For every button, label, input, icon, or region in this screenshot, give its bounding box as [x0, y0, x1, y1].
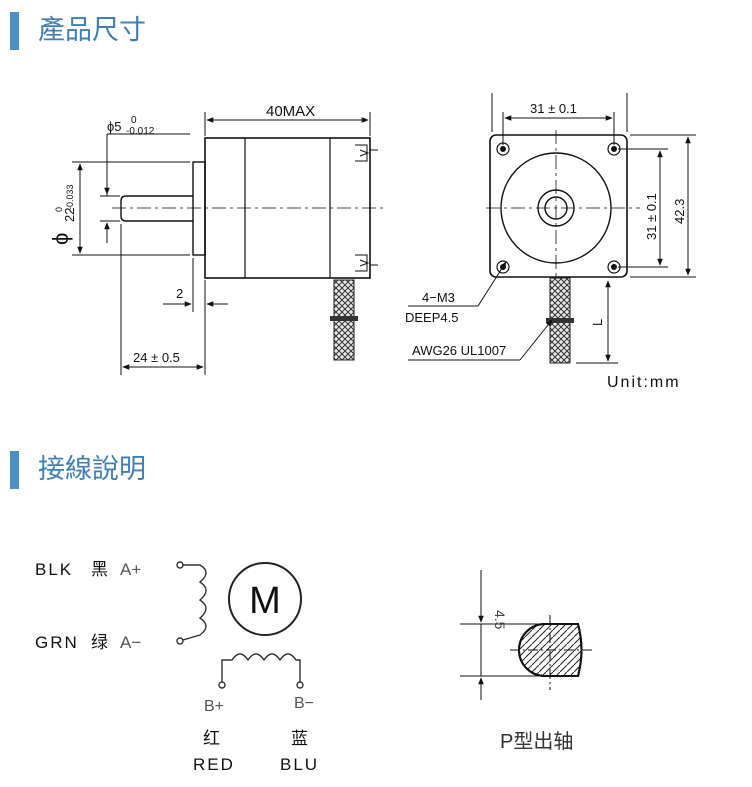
wire-blk-cn: 黑 [91, 560, 108, 579]
motor-shaft [120, 195, 193, 222]
dim-hole-spacing-h: 31 ± 0.1 [530, 101, 577, 116]
dim-length-max: 40MAX [266, 103, 315, 120]
mount-depth-label: DEEP4.5 [405, 310, 458, 325]
wire-blk-label: BLK [35, 560, 73, 579]
front-view [486, 130, 640, 282]
dim-lead-length: L [590, 319, 605, 326]
pilot-boss [192, 161, 206, 256]
coil-a [176, 561, 207, 645]
wire-tie [330, 316, 358, 321]
dim-pilot-tol-lower: -0.033 [65, 184, 75, 210]
shaft-type-label: P型出轴 [500, 730, 573, 753]
dim-shaft-length: 24 ± 0.5 [133, 350, 180, 365]
wire-blk-phase: A+ [120, 560, 141, 579]
wiring-diagram: BLK 黑 A+ GRN 绿 A− M B+ B− 红 RED 蓝 BLU [35, 560, 319, 774]
wire-grn-label: GRN [35, 633, 79, 652]
dim-shaft-dia: ϕ5 [107, 119, 122, 134]
section-title-wiring: 接線說明 [38, 454, 146, 485]
wire-grn-cn: 绿 [91, 633, 108, 652]
dim-flat-depth: 4.5 [492, 610, 508, 630]
wire-b-minus: B− [294, 695, 314, 712]
wire-spec-label: AWG26 UL1007 [412, 343, 506, 358]
dim-hole-spacing-v: 31 ± 0.1 [644, 193, 659, 240]
wire-red-cn: 红 [203, 729, 220, 748]
dim-pilot-tol-upper: 0 [54, 207, 64, 212]
wire-red-label: RED [193, 755, 235, 774]
front-wire-tie [546, 318, 574, 323]
dim-shaft-tol-upper: 0 [131, 115, 137, 126]
dim-pilot-dia: 22 [62, 208, 77, 222]
section-accent-bar [10, 451, 19, 489]
coil-b [218, 653, 304, 689]
motor-symbol-circle [228, 562, 302, 636]
motor-symbol-label: M [249, 580, 281, 622]
unit-label: Unit:mm [607, 374, 681, 391]
dim-pilot-length: 2 [176, 286, 183, 301]
wire-blu-label: BLU [280, 755, 319, 774]
mount-hole [496, 142, 510, 156]
section-title-dimensions: 產品尺寸 [38, 15, 146, 46]
mount-holes-label: 4−M3 [422, 290, 455, 305]
wire-grn-phase: A− [120, 633, 141, 652]
side-view [112, 137, 385, 279]
dim-frame-size: 42.3 [672, 199, 687, 224]
wire-b-plus: B+ [204, 698, 224, 715]
dim-pilot-phi: ϕ [48, 233, 73, 245]
shaft-cross-section: 4.5 P型出轴 [460, 570, 595, 753]
dim-shaft-tol-lower: -0.012 [126, 126, 155, 137]
section-accent-bar [10, 12, 19, 50]
front-flange [489, 134, 628, 278]
wire-blu-cn: 蓝 [291, 729, 308, 748]
mount-hole [607, 260, 621, 274]
